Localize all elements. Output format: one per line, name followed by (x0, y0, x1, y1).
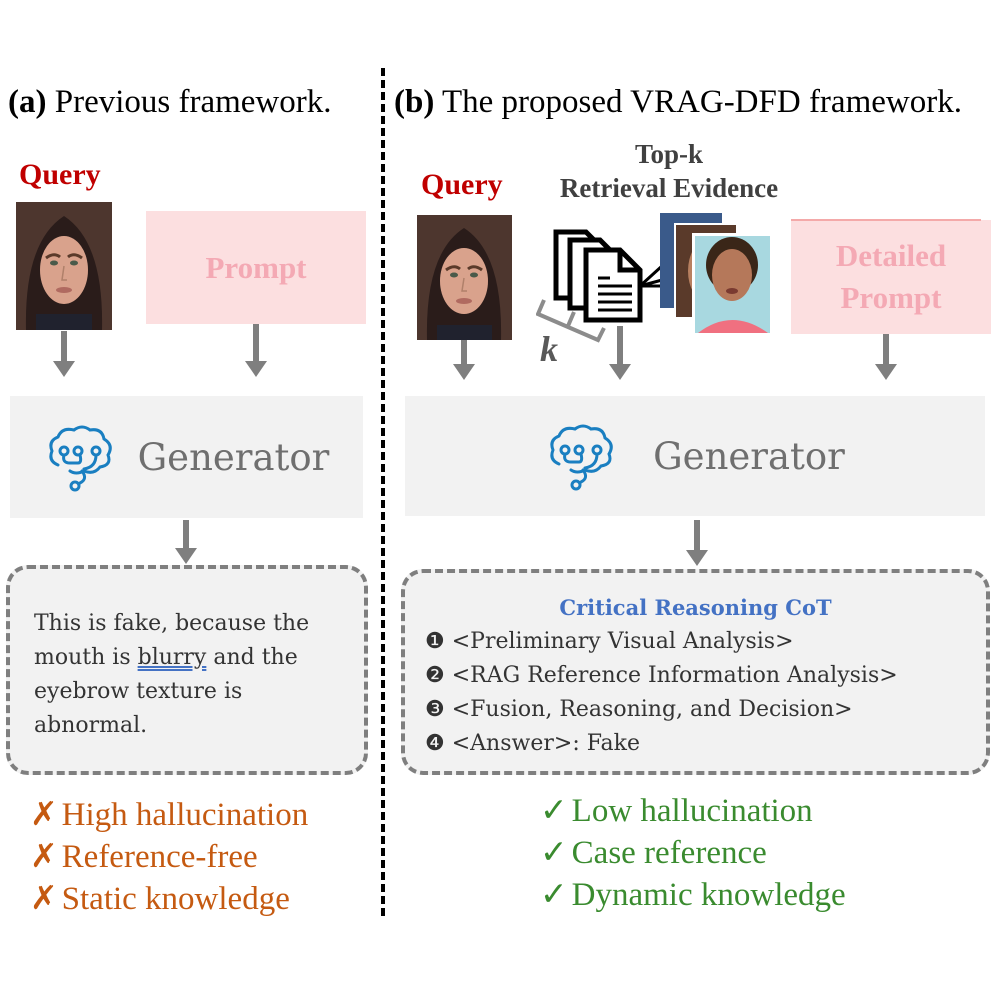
panel-b-query-label: Query (421, 168, 503, 201)
step-number-icon: ❸ (425, 697, 445, 722)
benefit-item: ✓Case reference (540, 832, 846, 874)
panel-b-title: (b) The proposed VRAG-DFD framework. (394, 84, 962, 121)
drawback-item: ✗Static knowledge (30, 878, 308, 920)
cot-item: ❸ <Fusion, Reasoning, and Decision> (425, 697, 853, 722)
check-icon: ✓ (540, 793, 568, 829)
cross-icon: ✗ (30, 797, 58, 833)
panel-b-generator-box: Generator (405, 396, 985, 516)
benefit-item: ✓Low hallucination (540, 790, 846, 832)
panel-b-prompt-box: Detailed Prompt (791, 220, 991, 334)
panel-b-benefits-list: ✓Low hallucination ✓Case reference ✓Dyna… (540, 790, 846, 916)
drawback-item: ✗High hallucination (30, 794, 308, 836)
panel-a-tag: (a) (8, 84, 47, 120)
panel-a-output-text: This is fake, because the mouth is blurr… (34, 611, 310, 738)
cross-icon: ✗ (30, 839, 58, 875)
brain-circuit-icon (550, 424, 613, 491)
detailed-prompt-line1: Detailed (835, 238, 947, 273)
drawback-item: ✗Reference-free (30, 836, 308, 878)
panel-a-title-text: Previous framework. (46, 84, 332, 120)
retrieved-evidence-images (660, 213, 772, 333)
cot-list: ❶ <Preliminary Visual Analysis> ❷ <RAG R… (425, 625, 898, 761)
k-label: k (540, 329, 558, 369)
panel-a-drawbacks-list: ✗High hallucination ✗Reference-free ✗Sta… (30, 794, 308, 920)
panel-a-query-label: Query (19, 158, 101, 191)
check-icon: ✓ (540, 835, 568, 871)
check-icon: ✓ (540, 877, 568, 913)
benefit-item: ✓Dynamic knowledge (540, 874, 846, 916)
panel-b-cot-box: Critical Reasoning CoT ❶ <Preliminary Vi… (401, 569, 990, 775)
stacked-documents-icon (536, 229, 666, 343)
panel-a-generator-box: Generator (10, 396, 363, 518)
evidence-label-line2: Retrieval Evidence (559, 173, 779, 203)
panel-a-generator-label: Generator (137, 435, 330, 479)
blurry-word: blurry (137, 645, 207, 670)
step-number-icon: ❹ (425, 731, 445, 756)
cot-item: ❷ <RAG Reference Information Analysis> (425, 663, 898, 688)
panel-b-query-face-image (417, 215, 512, 340)
panel-b-evidence-label: Top-k Retrieval Evidence (535, 137, 803, 205)
step-number-icon: ❶ (425, 629, 445, 654)
panel-b-tag: (b) (394, 84, 435, 120)
cot-item: ❹ <Answer>: Fake (425, 731, 640, 756)
cot-item: ❶ <Preliminary Visual Analysis> (425, 629, 794, 654)
panel-a-query-face-image (16, 202, 112, 330)
panel-a-prompt-box: Prompt (146, 211, 366, 324)
step-number-icon: ❷ (425, 663, 445, 688)
panel-divider (381, 68, 385, 916)
panel-a-title: (a) Previous framework. (8, 84, 332, 121)
evidence-label-line1: Top-k (634, 139, 704, 169)
panel-a-output-box: This is fake, because the mouth is blurr… (6, 565, 368, 775)
panel-b-title-text: The proposed VRAG-DFD framework. (434, 84, 962, 120)
panel-a-prompt-label: Prompt (205, 249, 307, 285)
cot-title: Critical Reasoning CoT (559, 595, 832, 620)
detailed-prompt-line2: Prompt (840, 280, 942, 315)
panel-b-generator-label: Generator (653, 434, 845, 478)
prompt-stack-edge (791, 219, 981, 221)
brain-circuit-icon (48, 425, 112, 492)
cross-icon: ✗ (30, 881, 58, 917)
